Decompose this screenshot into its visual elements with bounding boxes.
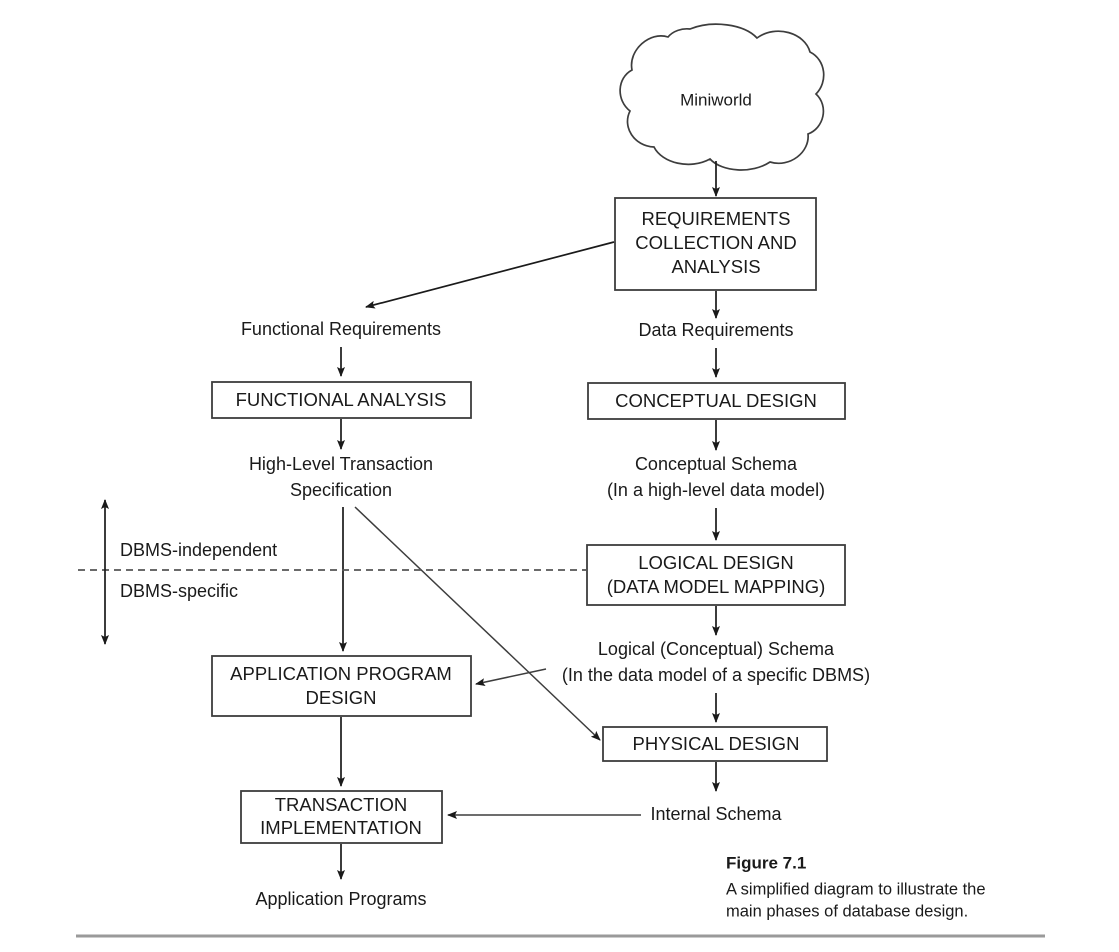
miniworld-cloud: Miniworld [619,23,825,171]
application-program-design-box-outline [211,655,472,717]
box-application-program-design[interactable]: APPLICATION PROGRAM DESIGN [211,655,472,717]
label-functional-requirements: Functional Requirements [241,319,441,339]
box-logical-design[interactable]: LOGICAL DESIGN (DATA MODEL MAPPING) [586,544,846,606]
physical-design-label: PHYSICAL DESIGN [633,733,800,754]
miniworld-label: Miniworld [680,90,752,109]
label-conceptual-schema-line1: Conceptual Schema [635,454,798,474]
logical-design-label-line2: (DATA MODEL MAPPING) [607,576,826,597]
label-conceptual-schema-line2: (In a high-level data model) [607,480,825,500]
label-internal-schema: Internal Schema [650,804,782,824]
requirements-label-line1: REQUIREMENTS [641,208,790,229]
label-logical-schema-line2: (In the data model of a specific DBMS) [562,665,870,685]
box-conceptual-design[interactable]: CONCEPTUAL DESIGN [587,382,846,420]
application-program-design-label-line1: APPLICATION PROGRAM [230,663,452,684]
label-logical-schema-line1: Logical (Conceptual) Schema [598,639,835,659]
transaction-implementation-label-line2: IMPLEMENTATION [260,817,422,838]
logical-design-box-outline [586,544,846,606]
caption-line-2: main phases of database design. [726,902,968,920]
arrow-logical-schema-to-app-program-design [475,668,547,687]
box-physical-design[interactable]: PHYSICAL DESIGN [602,726,828,762]
label-high-level-transaction-line2: Specification [290,480,392,500]
label-application-programs: Application Programs [255,889,426,909]
label-high-level-transaction-line1: High-Level Transaction [249,454,433,474]
physical-design-box-outline [602,726,828,762]
functional-analysis-label: FUNCTIONAL ANALYSIS [236,389,447,410]
cloud-shape [619,23,825,171]
arrow-spec-to-physical-design [354,506,601,741]
label-data-requirements: Data Requirements [638,320,793,340]
label-dbms-independent: DBMS-independent [120,540,277,560]
box-requirements-collection-and-analysis[interactable]: REQUIREMENTS COLLECTION AND ANALYSIS [614,197,817,291]
transaction-implementation-box-outline [240,790,443,844]
conceptual-design-label: CONCEPTUAL DESIGN [615,390,817,411]
logical-design-label-line1: LOGICAL DESIGN [638,552,794,573]
application-program-design-label-line2: DESIGN [306,687,377,708]
requirements-label-line2: COLLECTION AND [635,232,796,253]
conceptual-design-box-outline [587,382,846,420]
functional-analysis-box-outline [211,381,472,419]
caption-line-1: A simplified diagram to illustrate the [726,880,986,898]
caption-title: Figure 7.1 [726,853,806,872]
figure-caption: Figure 7.1 A simplified diagram to illus… [726,853,986,920]
box-transaction-implementation[interactable]: TRANSACTION IMPLEMENTATION [240,790,443,844]
dbms-divider-group: DBMS-independent DBMS-specific [78,499,588,645]
requirements-label-line3: ANALYSIS [671,256,760,277]
requirements-box-outline [614,197,817,291]
transaction-implementation-label-line1: TRANSACTION [275,794,408,815]
arrow-requirements-to-functional [365,241,615,309]
label-dbms-specific: DBMS-specific [120,581,238,601]
box-functional-analysis[interactable]: FUNCTIONAL ANALYSIS [211,381,472,419]
